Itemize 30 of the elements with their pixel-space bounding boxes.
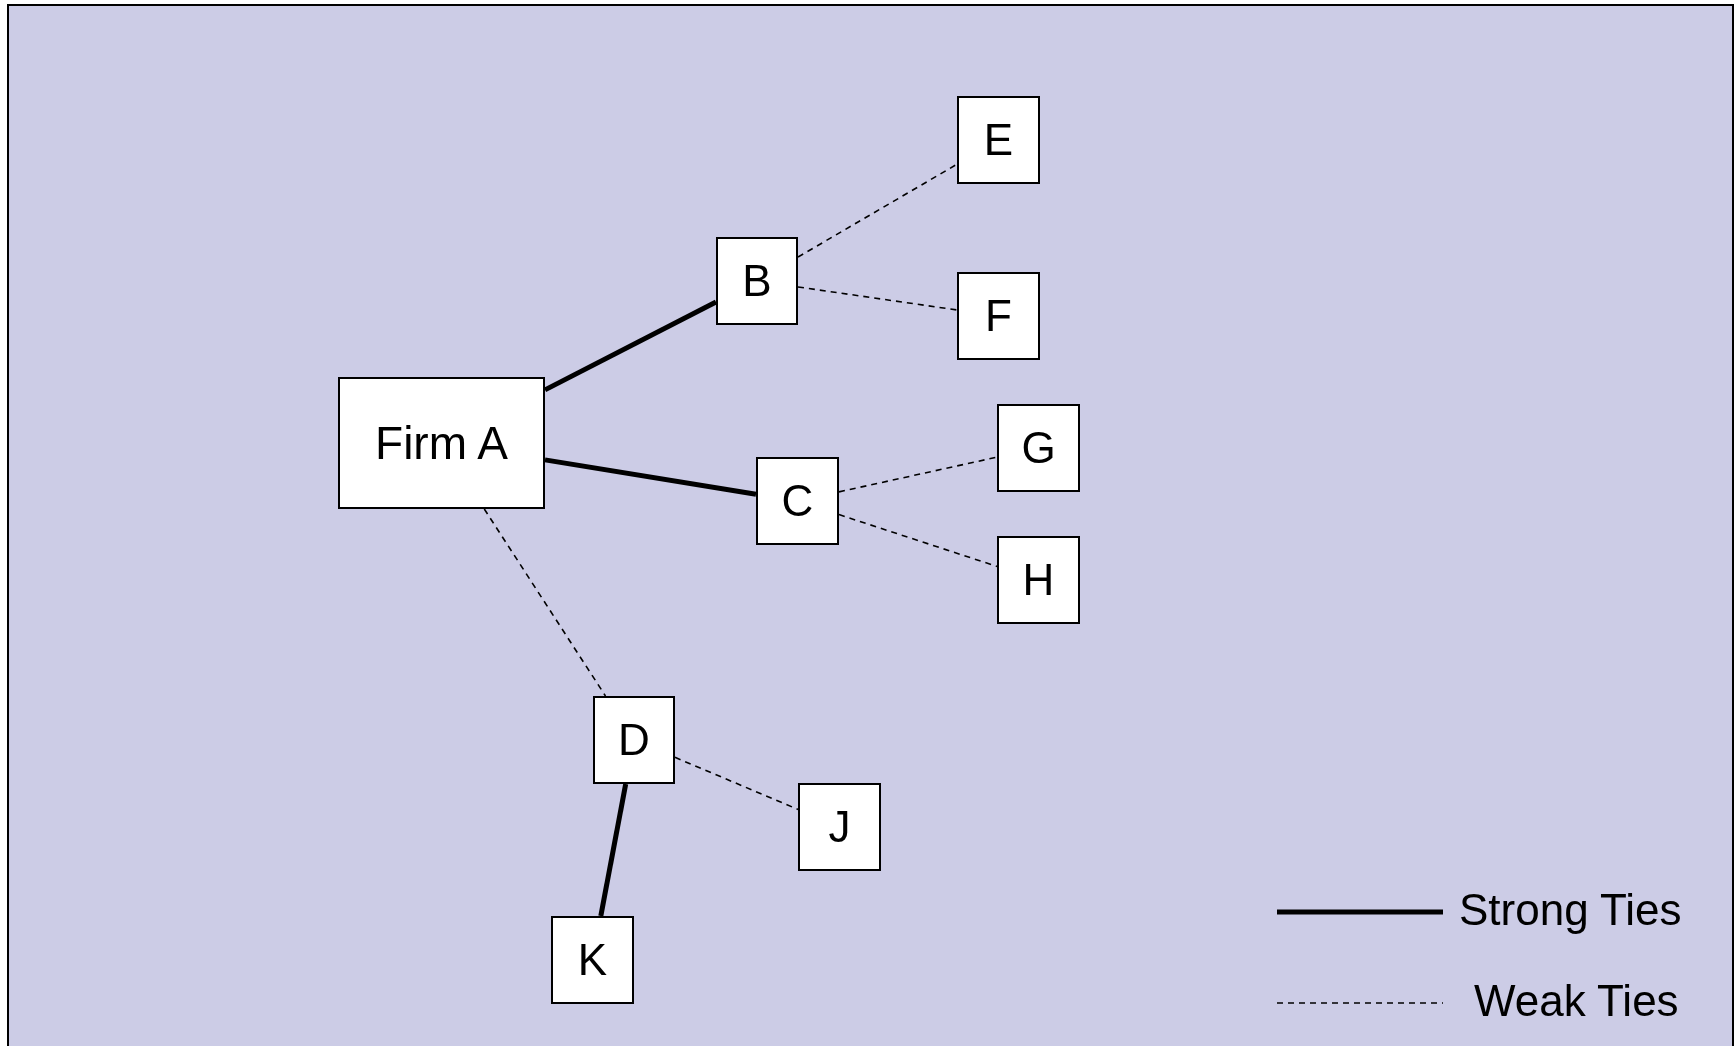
legend-label: Strong Ties [1459,885,1682,935]
node-label: K [577,935,608,985]
dashed-line [838,513,998,568]
node-label: D [618,715,650,765]
node-box [551,916,634,1004]
node-box [716,237,798,325]
dashed-line [797,163,958,258]
node-label: C [781,476,814,526]
node-box [997,404,1080,492]
node-box [798,783,881,871]
node-box [338,377,545,509]
node-box [997,536,1080,624]
node-box [593,696,675,784]
node-label: B [742,256,772,306]
dashed-line [797,286,958,311]
node-label: G [1021,423,1056,473]
legend-label: Weak Ties [1474,976,1679,1026]
node-box [957,96,1040,184]
node-label: E [983,115,1014,165]
node-box [756,457,839,545]
node-box [957,272,1040,360]
node-label: Firm A [375,416,508,470]
thick-line [598,783,629,917]
dashed-line [674,756,799,811]
node-label: H [1022,555,1055,605]
thick-line [544,457,757,497]
dashed-line [838,456,998,493]
dashed-line [483,508,607,697]
node-label: F [985,291,1012,341]
node-label: J [828,802,851,852]
